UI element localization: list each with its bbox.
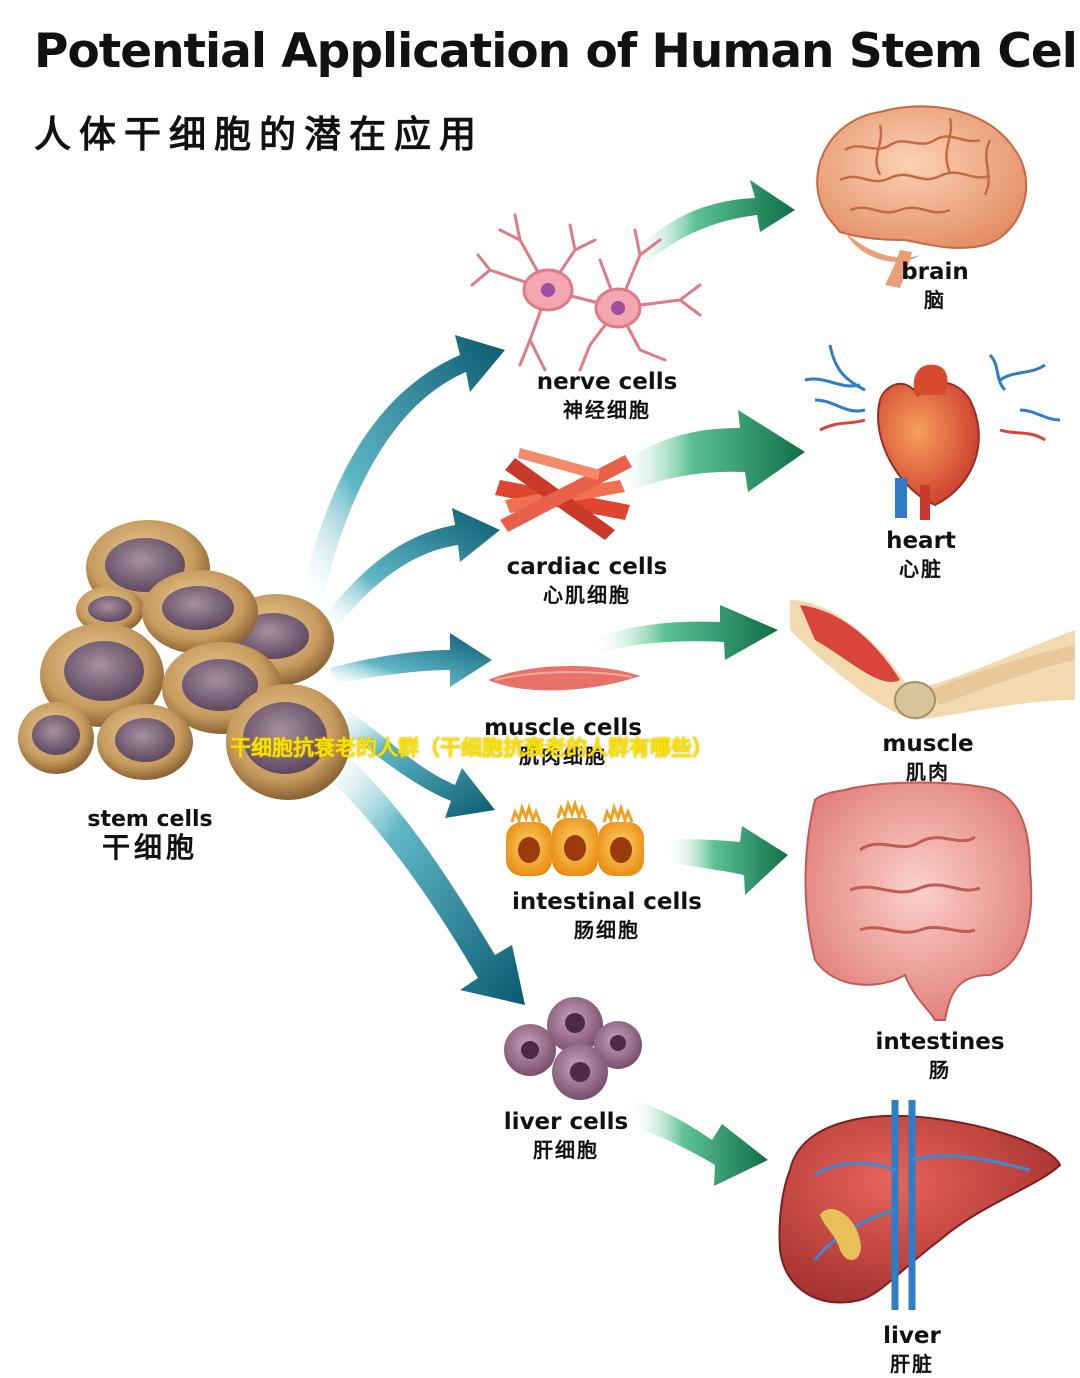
overlay-caption: 干细胞抗衰老的人群（干细胞抗衰老的人群有哪些） [230, 736, 713, 760]
cardiac-cells-label-en: cardiac cells [506, 554, 668, 580]
heart-label-en: heart [886, 528, 956, 554]
muscle-cells-label: muscle cells 肌肉细胞 [484, 714, 642, 770]
intestinal-cells-icon [506, 799, 644, 876]
heart-label-zh: 心脏 [899, 557, 943, 581]
cardiac-cells-icon [495, 448, 632, 540]
intestinal-cells-label-zh: 肠细胞 [574, 918, 640, 942]
brain-icon [816, 105, 1028, 288]
cardiac-cells-label-zh: 心肌细胞 [542, 583, 631, 607]
stem-cells-label: stem cells 干细胞 [87, 806, 212, 862]
intestinal-cells-label: intestinal cells 肠细胞 [512, 888, 702, 944]
nerve-cells-label-zh: 神经细胞 [562, 398, 651, 422]
intestines-icon [804, 781, 1033, 1021]
arrow-intestinal-to-intestines [665, 826, 788, 895]
title: Potential Application of Human Stem Cell… [34, 24, 1080, 79]
muscle-cells-label-zh: 肌肉细胞 [518, 744, 607, 768]
muscle-label: muscle 肌肉 [882, 730, 973, 786]
arrow-stem-to-intestinal [330, 705, 495, 818]
arrow-stem-to-liver [320, 745, 525, 1005]
arrow-nerve-to-brain [630, 180, 795, 262]
intestines-label: intestines 肠 [875, 1028, 1004, 1084]
muscle-cell-icon [488, 665, 640, 691]
stem-cells-label-en: stem cells [87, 807, 213, 832]
liver-cells-label-zh: 肝细胞 [533, 1138, 599, 1162]
muscle-label-en: muscle [882, 731, 974, 757]
arrow-stem-to-nerve [300, 335, 505, 602]
muscle-organ-icon [790, 600, 1075, 720]
nerve-cells-icon [470, 213, 702, 372]
arrow-cardiac-to-heart [615, 410, 805, 492]
intestines-label-zh: 肠 [929, 1058, 951, 1082]
arrow-stem-to-muscle [330, 633, 492, 687]
liver-cells-label-en: liver cells [503, 1109, 629, 1135]
nerve-cells-label-en: nerve cells [536, 369, 678, 395]
brain-label-zh: 脑 [924, 288, 946, 312]
stem-cells-label-zh: 干细胞 [101, 831, 199, 864]
liver-cells-icon [504, 997, 642, 1100]
intestinal-cells-label-en: intestinal cells [512, 889, 702, 915]
heart-icon [804, 344, 1061, 520]
heart-label: heart 心脏 [886, 527, 956, 583]
nerve-cells-label: nerve cells 神经细胞 [537, 368, 678, 424]
liver-cells-label: liver cells 肝细胞 [504, 1108, 628, 1164]
stem-cell-cluster-icon [18, 520, 350, 800]
arrow-muscle-to-organ [590, 605, 778, 660]
brain-label-en: brain [901, 259, 969, 285]
cardiac-cells-label: cardiac cells 心肌细胞 [507, 553, 668, 609]
intestines-label-en: intestines [875, 1029, 1005, 1055]
liver-label-zh: 肝脏 [889, 1352, 934, 1376]
subtitle: 人体干细胞的潜在应用 [34, 113, 484, 156]
muscle-cells-label-en: muscle cells [484, 715, 642, 741]
liver-label: liver 肝脏 [883, 1322, 941, 1378]
liver-label-en: liver [883, 1323, 941, 1349]
arrow-stem-to-cardiac [320, 508, 500, 630]
brain-label: brain 脑 [901, 258, 969, 314]
liver-icon [778, 1100, 1062, 1310]
muscle-label-zh: 肌肉 [906, 760, 950, 784]
arrow-liver-to-organ [628, 1100, 768, 1186]
